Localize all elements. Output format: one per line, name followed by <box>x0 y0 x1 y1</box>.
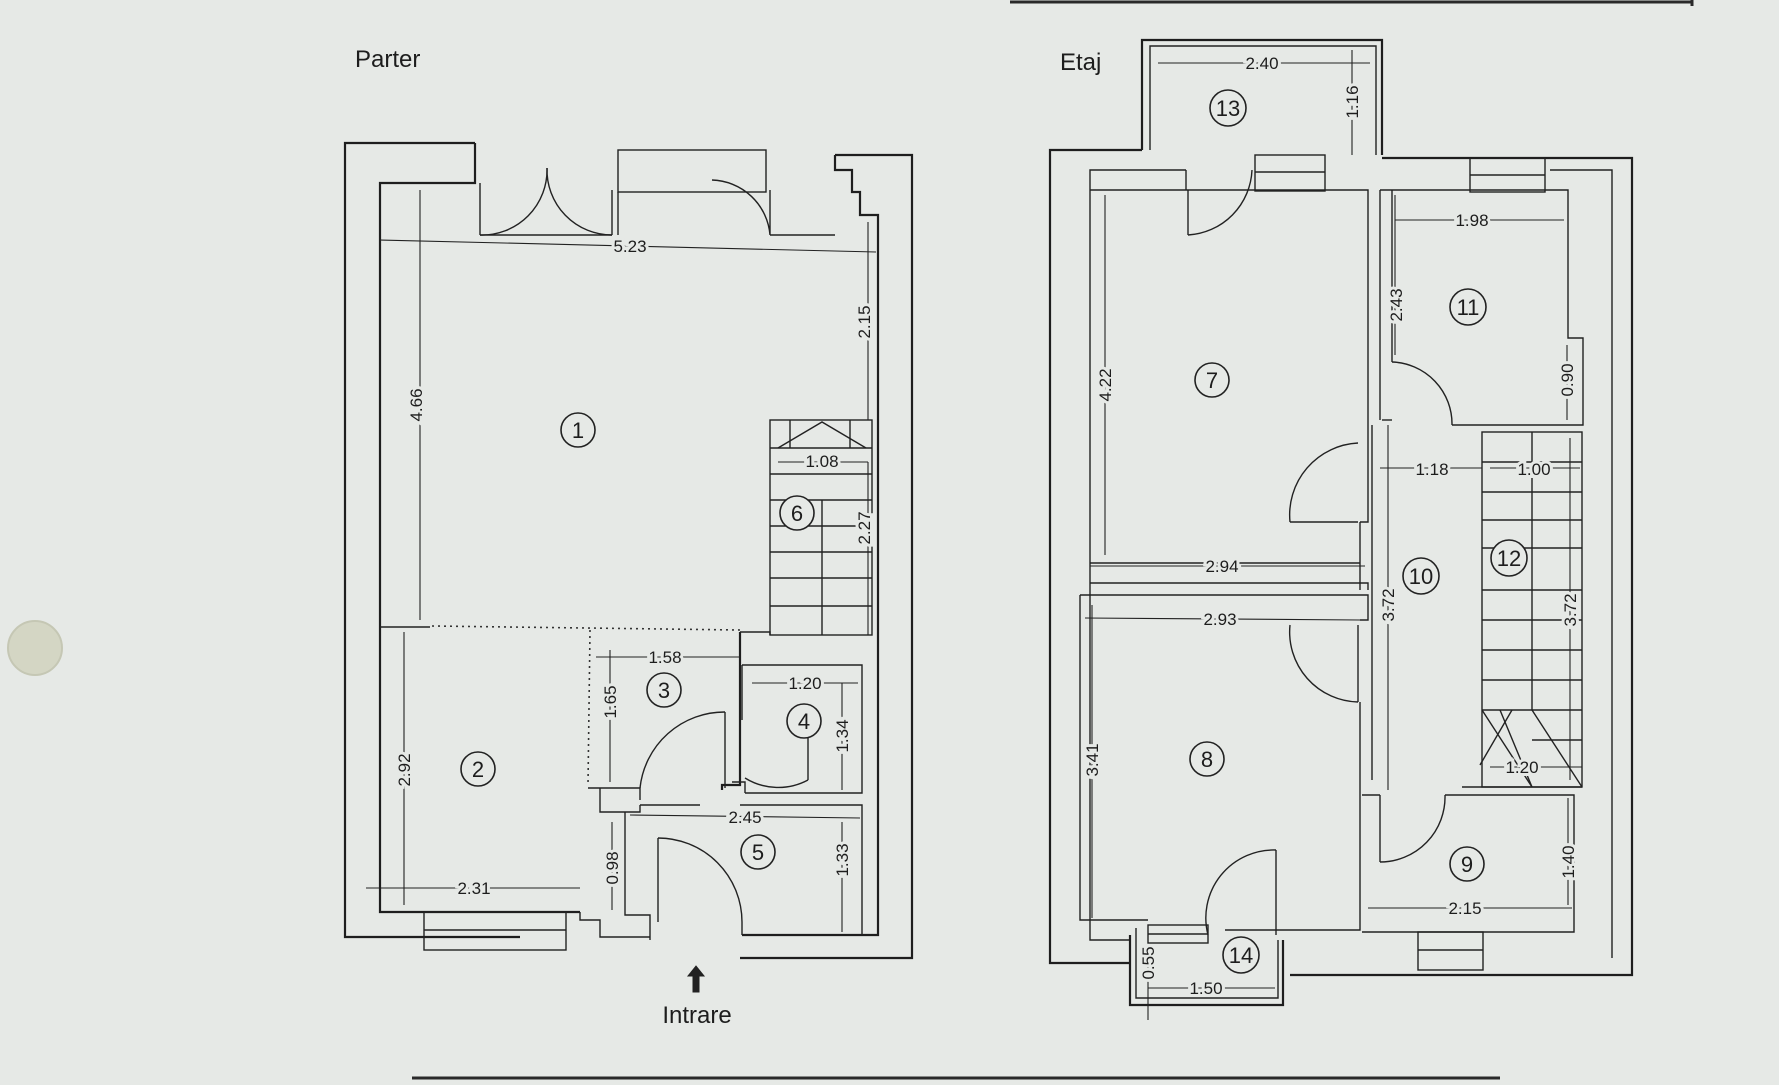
dim-label: 0.90 <box>1558 363 1577 396</box>
room-marker-9: 9 <box>1449 846 1485 882</box>
room-marker-13: 13 <box>1209 89 1247 127</box>
room-marker-10: 10 <box>1402 557 1440 595</box>
room-number: 1 <box>572 418 584 443</box>
ground-floor-plan: Intrare <box>343 141 914 1029</box>
room-number: 10 <box>1409 564 1433 589</box>
room-marker-6: 6 <box>779 495 815 531</box>
entrance-label: Intrare <box>662 1002 731 1029</box>
room-marker-14: 14 <box>1222 936 1260 974</box>
dim-label: 1.33 <box>833 843 852 876</box>
dim-label: 5.23 <box>613 237 646 256</box>
dim-label: 1.58 <box>648 648 681 667</box>
room-number: 5 <box>752 840 764 865</box>
room-number: 6 <box>791 501 803 526</box>
dimension-lines <box>366 50 1582 1020</box>
dim-label: 2.27 <box>855 511 874 544</box>
dim-label: 1.20 <box>788 674 821 693</box>
dim-label: 4.66 <box>407 388 426 421</box>
ground-floor-title: Parter <box>355 46 420 73</box>
dim-label: 1.08 <box>805 452 838 471</box>
dim-label: 1.00 <box>1517 460 1550 479</box>
room-marker-11: 11 <box>1449 288 1487 326</box>
room-number: 3 <box>658 678 670 703</box>
dim-label: 1.50 <box>1189 979 1222 998</box>
room-number: 8 <box>1201 747 1213 772</box>
dim-label: 4.22 <box>1096 368 1115 401</box>
room-number: 9 <box>1461 852 1473 877</box>
dim-label: 1.20 <box>1505 758 1538 777</box>
room-marker-8: 8 <box>1189 741 1225 777</box>
room-marker-5: 5 <box>740 834 776 870</box>
dim-label: 1.65 <box>601 685 620 718</box>
dim-label: 1.16 <box>1343 85 1362 118</box>
upper-floor-title: Etaj <box>1060 49 1101 76</box>
room-number: 13 <box>1216 96 1240 121</box>
room-marker-7: 7 <box>1194 362 1230 398</box>
dim-label: 1.18 <box>1415 460 1448 479</box>
dimension-labels: 5.23 4.66 2.15 1.08 2.27 1.58 1.65 1.20 … <box>392 51 1583 1001</box>
dim-label: 1.34 <box>833 719 852 752</box>
dim-label: 3.41 <box>1083 743 1102 776</box>
dim-label: 0.98 <box>603 851 622 884</box>
room-marker-1: 1 <box>560 412 596 448</box>
dim-label: 2.45 <box>728 808 761 827</box>
room-marker-3: 3 <box>646 672 682 708</box>
dim-label: 2.31 <box>457 879 490 898</box>
dim-label: 2.92 <box>395 753 414 786</box>
dim-label: 1.40 <box>1559 845 1578 878</box>
room-markers: 1 2 3 4 5 6 7 8 9 10 11 12 13 14 <box>460 89 1528 974</box>
room-number: 12 <box>1497 546 1521 571</box>
room-number: 14 <box>1229 943 1253 968</box>
room-number: 7 <box>1206 368 1218 393</box>
binder-hole <box>7 620 63 676</box>
dim-label: 2.15 <box>1448 899 1481 918</box>
room-marker-4: 4 <box>786 703 822 739</box>
dim-label: 2.40 <box>1245 54 1278 73</box>
dim-label: 3.72 <box>1379 588 1398 621</box>
entrance-arrow-icon <box>686 965 706 993</box>
dim-label: 2.94 <box>1205 557 1238 576</box>
room-number: 4 <box>798 709 810 734</box>
room-number: 11 <box>1457 295 1480 320</box>
upper-floor-plan <box>1048 38 1634 1007</box>
dim-label: 0.55 <box>1139 946 1158 979</box>
dim-label: 2.43 <box>1387 288 1406 321</box>
dim-label: 3.72 <box>1561 593 1580 626</box>
room-marker-2: 2 <box>460 751 496 787</box>
dim-label: 2.15 <box>855 305 874 338</box>
dim-label: 1.98 <box>1455 211 1488 230</box>
room-marker-12: 12 <box>1490 539 1528 577</box>
dim-label: 2.93 <box>1203 610 1236 629</box>
room-number: 2 <box>472 757 484 782</box>
